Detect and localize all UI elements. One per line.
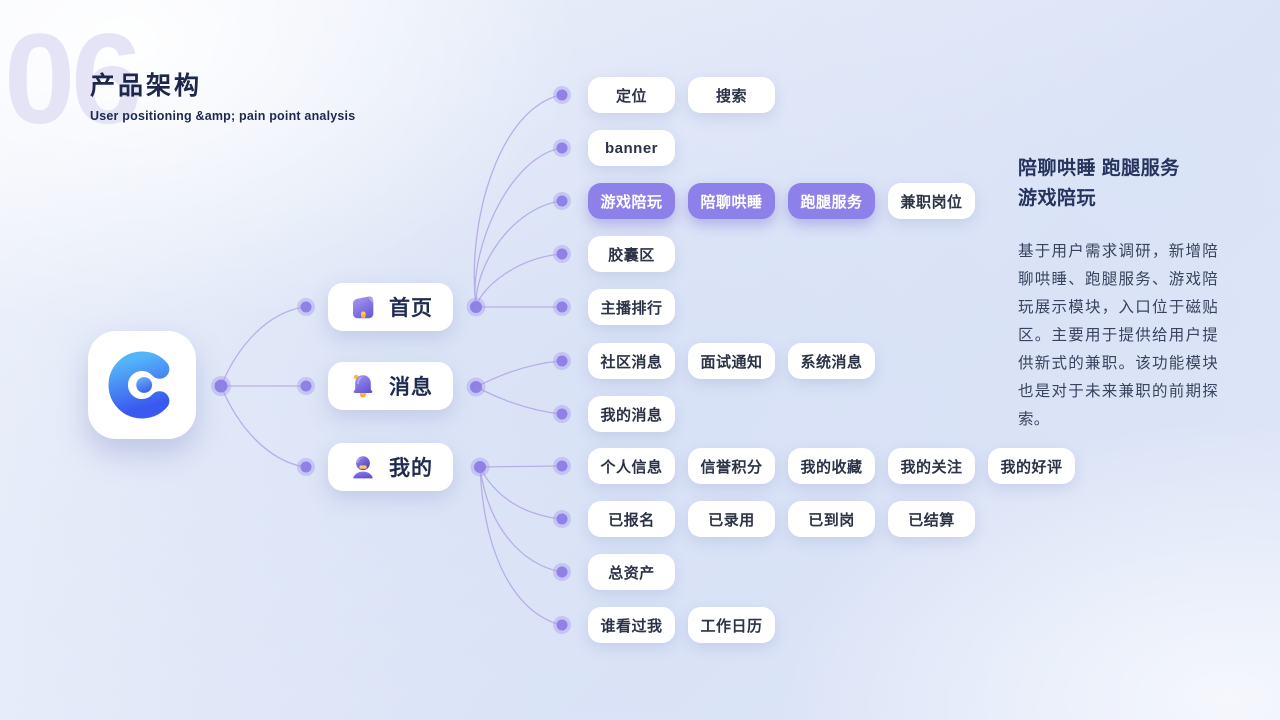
branch-messages-label: 消息 <box>389 376 433 399</box>
app-logo-card <box>88 331 196 439</box>
branch-home: 首页 <box>328 283 453 331</box>
map-node-yijiesuan: 已结算 <box>888 501 975 537</box>
map-node-dingwei: 定位 <box>588 77 675 113</box>
map-node-mianshitongzhi: 面试通知 <box>688 343 775 379</box>
map-node-yiluyong: 已录用 <box>688 501 775 537</box>
map-node-peiliaohongshui: 陪聊哄睡 <box>688 183 775 219</box>
branch-messages: 消息 <box>328 362 453 410</box>
app-logo <box>108 351 170 419</box>
connector-dots <box>211 86 571 634</box>
map-node-wodeguanzhu: 我的关注 <box>888 448 975 484</box>
page-number-watermark: 06 <box>4 8 142 151</box>
connector-lines <box>220 94 562 626</box>
annotation-heading: 陪聊哄睡 跑腿服务 游戏陪玩 <box>1018 154 1218 214</box>
map-node-zongzichan: 总资产 <box>588 554 675 590</box>
map-node-banner: banner <box>588 130 675 166</box>
annotation-heading-line1: 陪聊哄睡 跑腿服务 <box>1018 158 1180 179</box>
page-title: 产品架构 <box>90 72 203 100</box>
map-node-jianzhigangwei: 兼职岗位 <box>888 183 975 219</box>
branch-home-label: 首页 <box>389 297 433 320</box>
map-node-paotuifuwu: 跑腿服务 <box>788 183 875 219</box>
map-node-yibaoming: 已报名 <box>588 501 675 537</box>
annotation-heading-line2: 游戏陪玩 <box>1018 188 1097 209</box>
annotation-body: 基于用户需求调研，新增陪聊哄睡、跑腿服务、游戏陪玩展示模块，入口位于磁贴区。主要… <box>1018 243 1218 428</box>
user-icon <box>348 452 378 482</box>
branch-mine-label: 我的 <box>389 457 433 480</box>
map-node-xitongxiaoxi: 系统消息 <box>788 343 875 379</box>
map-node-zhubopaihang: 主播排行 <box>588 289 675 325</box>
map-node-xinyujifen: 信誉积分 <box>688 448 775 484</box>
bell-icon <box>348 371 378 401</box>
map-node-gerenxinxi: 个人信息 <box>588 448 675 484</box>
branch-mine: 我的 <box>328 443 453 491</box>
map-node-wodehaoping: 我的好评 <box>988 448 1075 484</box>
map-node-youxipeiwan: 游戏陪玩 <box>588 183 675 219</box>
home-icon <box>348 292 378 322</box>
header: 产品架构 User positioning &amp; pain point a… <box>90 66 355 123</box>
annotation-panel: 陪聊哄睡 跑腿服务 游戏陪玩 基于用户需求调研，新增陪聊哄睡、跑腿服务、游戏陪玩… <box>1018 154 1218 434</box>
map-node-jiaonangqu: 胶囊区 <box>588 236 675 272</box>
map-node-sousuo: 搜索 <box>688 77 775 113</box>
page-subtitle: User positioning &amp; pain point analys… <box>90 109 356 123</box>
map-node-yidaogang: 已到岗 <box>788 501 875 537</box>
map-node-shuikanguowo: 谁看过我 <box>588 607 675 643</box>
map-node-shequxiaoxi: 社区消息 <box>588 343 675 379</box>
map-node-wodexiaoxi: 我的消息 <box>588 396 675 432</box>
map-node-wodeshoucang: 我的收藏 <box>788 448 875 484</box>
map-node-gongzuorili: 工作日历 <box>688 607 775 643</box>
